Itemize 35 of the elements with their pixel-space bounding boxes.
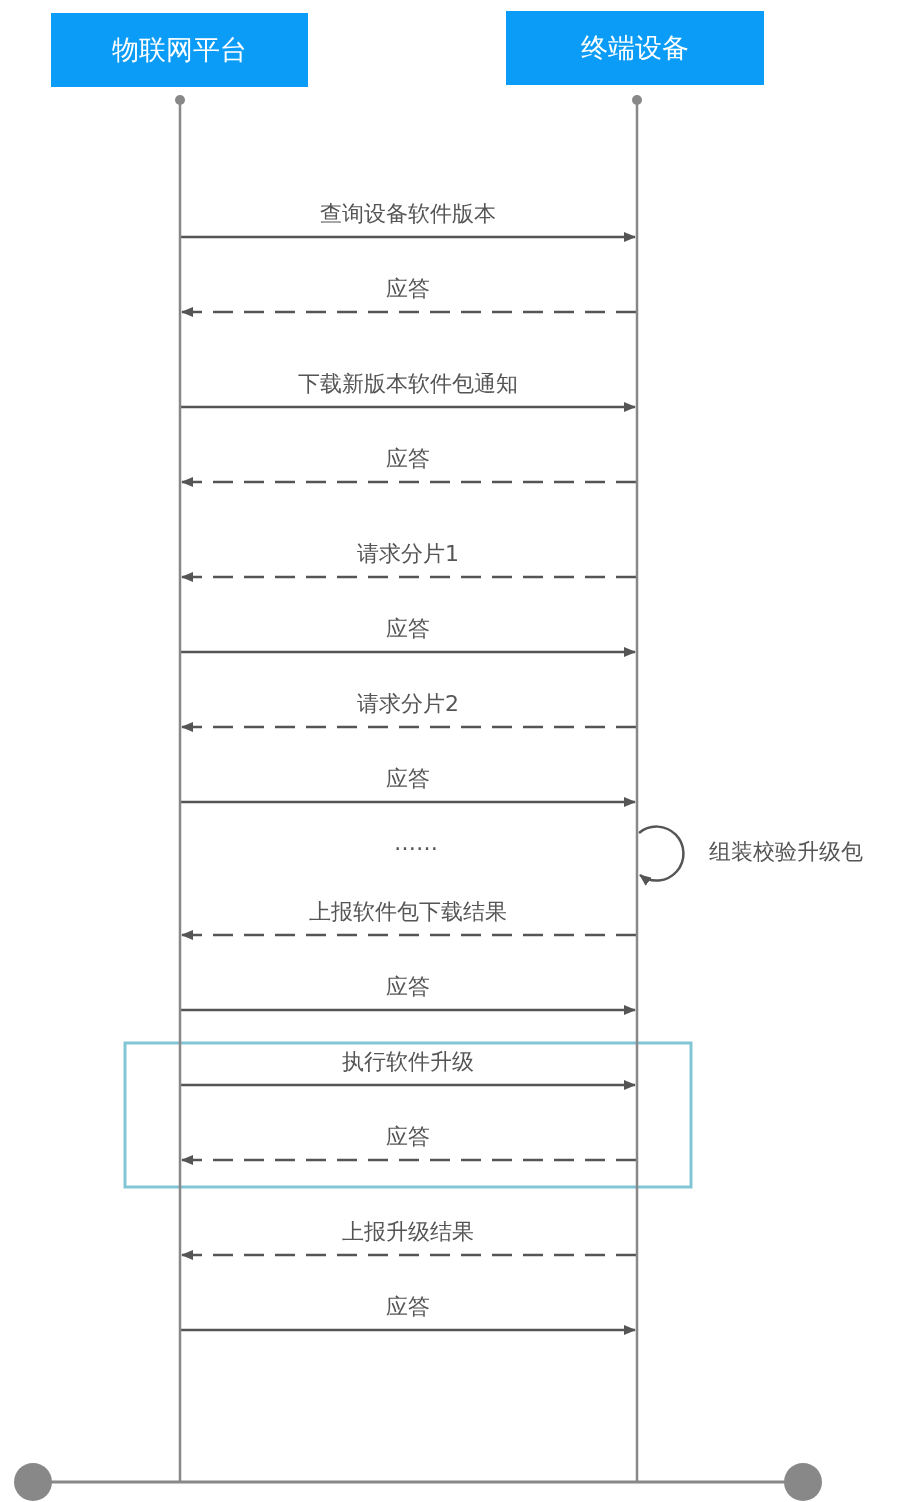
lifeline [175, 95, 185, 1482]
edge-label: 应答 [386, 766, 430, 792]
edge-label: 请求分片1 [357, 541, 459, 567]
edge-label: 查询设备软件版本 [320, 201, 496, 227]
edge-label: 上报软件包下载结果 [309, 899, 507, 925]
message-arrow [181, 797, 636, 807]
message-arrow [181, 1155, 636, 1165]
message-arrow [181, 1005, 636, 1015]
edge-label: 应答 [386, 276, 430, 302]
message-arrow [181, 477, 636, 487]
message-arrow [181, 402, 636, 412]
edge-label: 上报升级结果 [342, 1219, 474, 1245]
edge-label: 应答 [386, 974, 430, 1000]
message-arrow [181, 572, 636, 582]
lifeline [632, 95, 642, 1482]
edge-label: 应答 [386, 616, 430, 642]
ellipsis-note: …… [394, 830, 438, 856]
message-arrow [181, 232, 636, 242]
self-loop-arrow [638, 825, 685, 886]
edge-label: 应答 [386, 1124, 430, 1150]
message-arrow [181, 307, 636, 317]
message-arrow [181, 647, 636, 657]
edge-label: 应答 [386, 1294, 430, 1320]
message-arrow [181, 930, 636, 940]
edge-label: 请求分片2 [357, 691, 459, 717]
message-arrow [181, 1080, 636, 1090]
message-arrow [181, 1325, 636, 1335]
edge-label: 执行软件升级 [342, 1049, 474, 1075]
message-arrow [181, 1250, 636, 1260]
edge-label: 下载新版本软件包通知 [298, 371, 518, 397]
participant-box: 物联网平台 [51, 13, 308, 87]
participant-box: 终端设备 [506, 11, 764, 85]
edge-label: 应答 [386, 446, 430, 472]
message-arrow [181, 722, 636, 732]
edge-label: 组装校验升级包 [709, 839, 863, 865]
